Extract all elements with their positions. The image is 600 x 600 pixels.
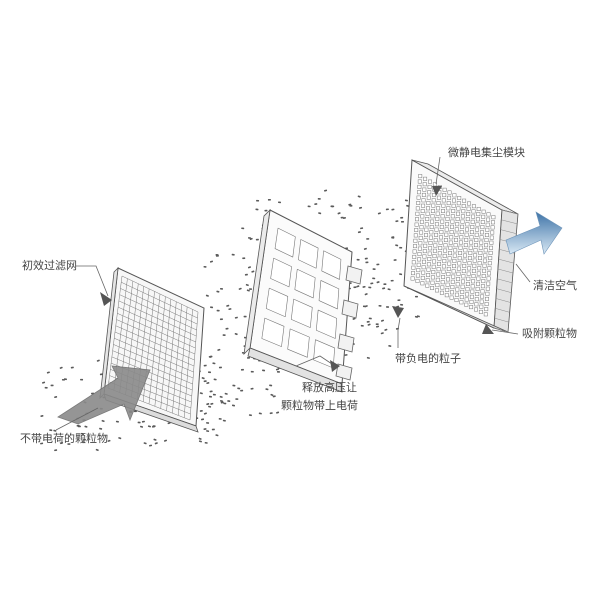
ionizer-plate xyxy=(243,208,363,393)
leader-pointers xyxy=(100,186,494,372)
label-adsorbed-particles: 吸附颗粒物 xyxy=(522,327,577,340)
inflow-arrow xyxy=(57,365,151,425)
label-charged-particles: 带负电的粒子 xyxy=(395,352,461,365)
label-collector-module: 微静电集尘模块 xyxy=(448,146,525,159)
label-ionizer-line1: 释放高压让 xyxy=(302,381,357,394)
label-ionizer-line2: 颗粒物带上电荷 xyxy=(281,399,358,412)
leader-lines xyxy=(55,156,531,431)
label-primary-filter: 初效过滤网 xyxy=(22,259,77,272)
collector-module xyxy=(403,159,519,333)
label-clean-air: 清洁空气 xyxy=(533,279,577,292)
clean-air-arrow xyxy=(505,211,563,255)
label-uncharged-particles: 不带电荷的颗粒物 xyxy=(20,432,108,445)
